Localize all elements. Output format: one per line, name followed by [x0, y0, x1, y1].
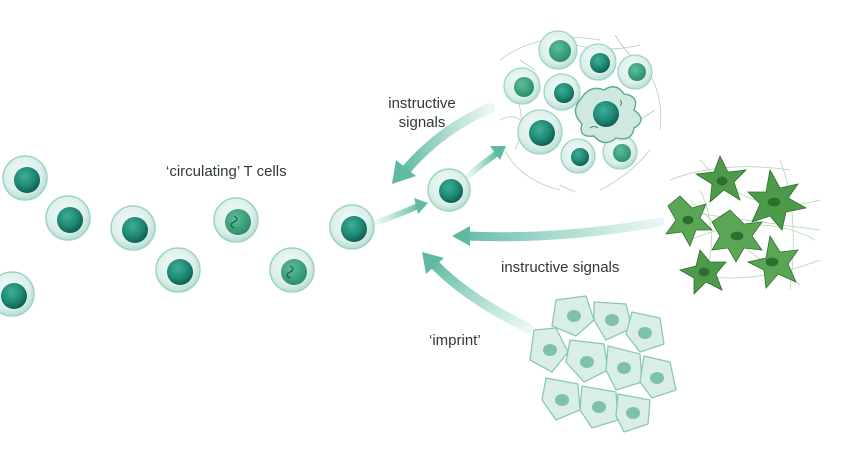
epithelial-cluster: [529, 295, 677, 433]
label-imprint: ‘imprint’: [429, 332, 481, 349]
epithelial-cell: [593, 301, 633, 341]
arrow-imprint: [422, 252, 533, 333]
lymphocyte: [517, 109, 563, 155]
stromal-cluster: [665, 155, 821, 295]
lymphocyte: [543, 73, 581, 111]
circulating-t-cells: [0, 155, 471, 317]
lymphocyte: [579, 43, 617, 81]
epithelial-cell: [541, 377, 581, 421]
t-cell-migrating: [427, 168, 471, 212]
stromal-cell: [665, 195, 713, 247]
lymphocyte: [538, 30, 578, 70]
epithelial-cell: [579, 385, 619, 429]
epithelial-cell: [639, 355, 677, 399]
stromal-cell: [711, 209, 763, 263]
t-cell: [110, 205, 156, 251]
label-instructive-signals-top-line2: signals: [398, 114, 446, 131]
stromal-cell: [747, 168, 808, 231]
epithelial-cell: [529, 327, 569, 373]
t-cell: [2, 155, 48, 201]
label-instructive-signals-top: instructive signals: [372, 94, 472, 132]
dendritic-cell: [574, 86, 642, 144]
label-instructive-signals-mid: instructive signals: [501, 259, 620, 276]
lymphoid-cluster: [499, 30, 662, 193]
lymphocyte: [617, 54, 653, 90]
t-cell: [329, 204, 375, 250]
lymphocyte: [560, 138, 596, 174]
t-cell: [45, 195, 91, 241]
arrow-to-tissue: [375, 198, 428, 225]
stromal-cell: [694, 155, 748, 203]
epithelial-cell: [551, 295, 595, 337]
arrow-to-lymphoid: [465, 146, 506, 179]
arrow-instructive-mid: [452, 217, 665, 246]
t-cell: [213, 197, 259, 243]
lymphocyte: [602, 134, 638, 170]
t-cell: [0, 271, 35, 317]
epithelial-cell: [625, 311, 665, 353]
t-cell: [155, 247, 201, 293]
epithelial-cell: [605, 345, 643, 391]
stromal-cell: [678, 249, 727, 295]
stromal-cell: [746, 234, 799, 289]
label-circulating-t-cells: ‘circulating’ T cells: [166, 163, 287, 180]
epithelial-cell: [615, 393, 651, 433]
lymphocyte: [503, 67, 541, 105]
label-instructive-signals-top-line1: instructive: [388, 95, 456, 112]
arrows: [375, 103, 665, 333]
epithelial-cell: [565, 339, 609, 383]
t-cell: [269, 247, 315, 293]
arrow-instructive-top: [392, 103, 495, 184]
